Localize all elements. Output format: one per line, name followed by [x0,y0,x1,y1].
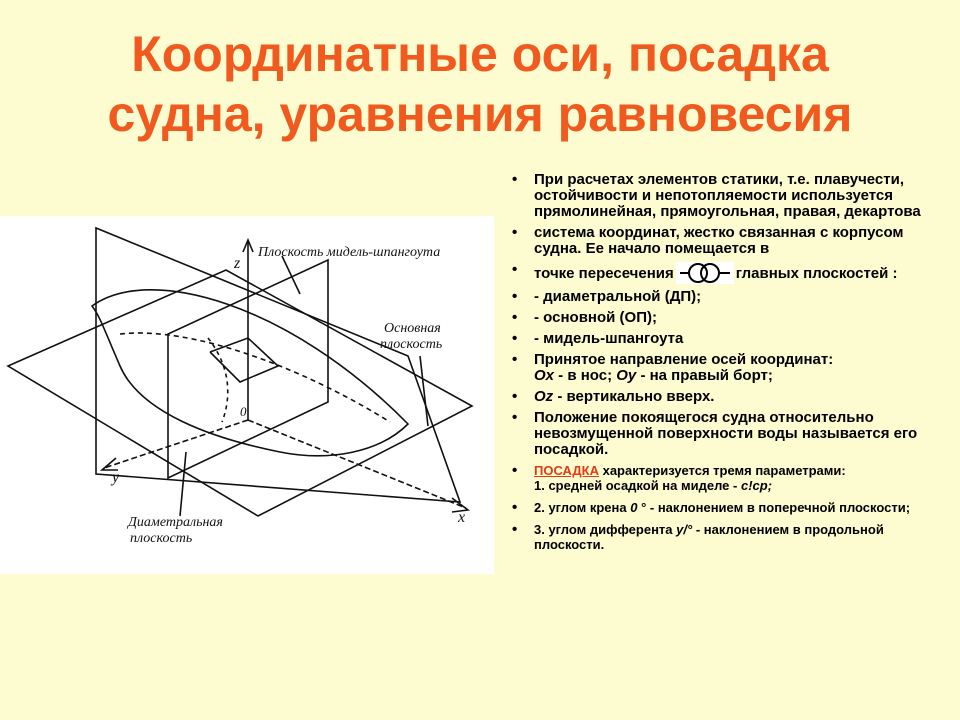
bullet-6: - мидель-шпангоута [512,331,942,348]
slide-title: Координатные оси, посадка судна, уравнен… [40,24,920,144]
hull-outline [90,289,410,457]
bullet-11: 2. углом крена 0 ° - наклонением в попер… [512,500,942,515]
midship-plane [167,258,329,480]
bullet-8-text: - вертикально вверх. [553,388,715,405]
bullet-12-text-c: - наклонением в продольной плоскости. [534,522,884,552]
origin-label: 0 [240,404,247,419]
bullet-7-text-a: Принятое направление осей координат: [534,351,834,368]
bullet-12-text-b: у/° [676,522,693,537]
label-midship: Плоскость мидель-шпангоута [257,245,440,260]
label-base-2: плоскость [380,337,442,352]
axis-x-label: x [457,509,465,526]
axis-y-label: y [110,469,120,486]
bullet-7-ox: Ох [534,367,555,384]
bullet-7: Принятое направление осей координат: Ох … [512,352,942,384]
posadka-keyword: ПОСАДКА [534,463,599,478]
y-arrow [99,457,118,471]
leader-base [419,355,429,427]
bullet-10-text-b: 1. средней осадкой на миделе - [534,478,741,493]
label-center-1: Диаметральная [126,515,223,530]
bullet-7-text-c: - на правый борт; [636,367,773,384]
bullet-2: система координат, жестко связанная с ко… [512,225,942,257]
bullet-8: Oz - вертикально вверх. [512,388,942,406]
x-axis [247,419,467,509]
label-center-2: плоскость [130,531,192,546]
y-axis [103,419,249,469]
hull-section [207,337,229,423]
bullet-1: При расчетах элементов статики, т.е. пла… [512,172,942,220]
x-arrow [451,497,471,513]
leader-midship [281,255,301,295]
bullet-3: точке пересечения главных плоскостей : [512,262,942,284]
base-plane [6,269,474,517]
axis-z-label: z [233,255,241,272]
ship-coordinate-diagram: Плоскость мидель-шпангоута Основная плос… [0,216,494,574]
bullet-10-text-a: характеризуется тремя параметрами: [598,463,846,478]
bullet-10-text-c: с!ср; [740,478,773,493]
bullet-8-oz: Oz [534,388,554,405]
bullet-5: - основной (ОП); [512,310,942,327]
bullet-11-text-c: ° - наклонением в поперечной плоскости; [637,500,911,515]
bullet-list: При расчетах элементов статики, т.е. пла… [512,172,942,559]
leader-center [179,451,187,517]
origin-box [209,337,280,383]
label-base-1: Основная [384,321,441,336]
bullet-12-text-a: 3. углом дифферента [534,522,677,537]
plane-intersection-symbol-icon [675,262,734,284]
title-line-2: судна, уравнения равновесия [107,86,853,142]
bullet-4: - диаметральной (ДП); [512,289,942,306]
bullet-10: ПОСАДКА характеризуется тремя параметрам… [512,463,942,493]
bullet-9: Положение покоящегося судна относительно… [512,410,942,458]
z-arrow [242,237,254,253]
bullet-3-text-b: главных плоскостей : [735,265,898,282]
diametral-plane [95,226,462,503]
bullet-3-text-a: точке пересечения [534,265,674,282]
bullet-11-text-b: 0 [630,500,638,515]
bullet-12: 3. углом дифферента у/° - наклонением в … [512,522,942,552]
bullet-7-oy: Оу [616,367,637,384]
bullet-7-text-b: - в нос; [554,367,617,384]
title-line-1: Координатные оси, посадка [131,26,829,82]
bullet-11-text-a: 2. углом крена [534,500,631,515]
diagram-svg: Плоскость мидель-шпангоута Основная плос… [6,226,474,546]
